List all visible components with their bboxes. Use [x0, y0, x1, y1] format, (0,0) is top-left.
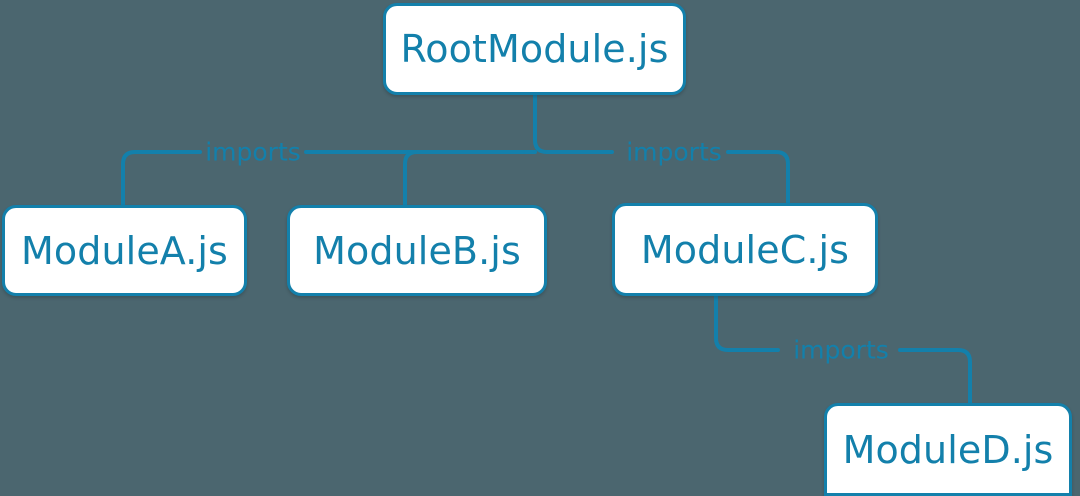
node-module-c[interactable]: ModuleC.js [612, 203, 878, 296]
edge-root-to-module-a [121, 150, 537, 207]
node-label-module-b: ModuleB.js [313, 228, 521, 273]
node-label-module-d: ModuleD.js [842, 427, 1054, 472]
edge-label-root-to-module-c: imports [626, 137, 722, 167]
edge-label-root-to-module-a: imports [205, 137, 301, 167]
node-root-module[interactable]: RootModule.js [383, 3, 686, 95]
node-module-a[interactable]: ModuleA.js [2, 205, 247, 296]
edge-root-to-module-b [403, 150, 525, 207]
node-label-module-c: ModuleC.js [640, 227, 850, 272]
node-label-module-a: ModuleA.js [21, 228, 228, 273]
node-module-b[interactable]: ModuleB.js [287, 205, 547, 296]
edge-root-stem [533, 93, 549, 154]
node-label-root-module: RootModule.js [400, 27, 669, 71]
edge-label-module-c-to-module-d: imports [793, 335, 889, 365]
node-module-d[interactable]: ModuleD.js [824, 403, 1072, 496]
